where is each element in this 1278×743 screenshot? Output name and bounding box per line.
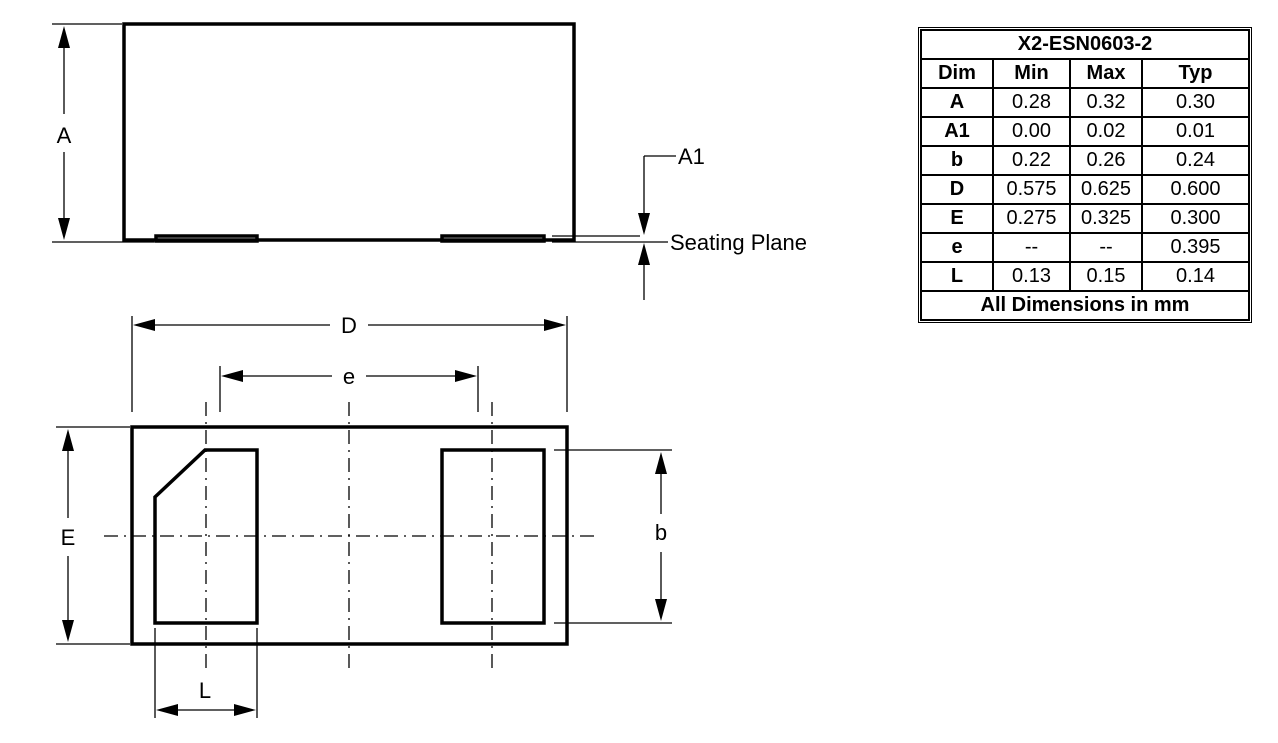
dimension-a: A xyxy=(52,23,154,243)
dimension-label-d: D xyxy=(341,313,357,338)
dimension-label-l: L xyxy=(199,678,211,703)
typ-cell: 0.01 xyxy=(1142,117,1249,146)
table-row: L 0.13 0.15 0.14 xyxy=(921,262,1249,291)
table-footer-row: All Dimensions in mm xyxy=(921,291,1249,320)
min-cell: 0.00 xyxy=(993,117,1070,146)
header-min: Min xyxy=(993,59,1070,88)
table-row: A 0.28 0.32 0.30 xyxy=(921,88,1249,117)
dimension-label-e-pitch: e xyxy=(343,364,355,389)
dimension-b: b xyxy=(554,449,672,624)
typ-cell: 0.600 xyxy=(1142,175,1249,204)
arrowhead-down xyxy=(638,213,650,235)
units-note: All Dimensions in mm xyxy=(921,291,1249,320)
typ-cell: 0.14 xyxy=(1142,262,1249,291)
min-cell: 0.575 xyxy=(993,175,1070,204)
dimension-label-a: A xyxy=(57,123,72,148)
header-max: Max xyxy=(1070,59,1142,88)
dim-cell: D xyxy=(921,175,993,204)
package-name: X2-ESN0603-2 xyxy=(921,30,1249,59)
header-typ: Typ xyxy=(1142,59,1249,88)
dim-cell: E xyxy=(921,204,993,233)
dim-cell: A xyxy=(921,88,993,117)
arrowhead-down xyxy=(58,218,70,240)
min-cell: 0.28 xyxy=(993,88,1070,117)
max-cell: 0.26 xyxy=(1070,146,1142,175)
dimension-label-e-width: E xyxy=(61,525,76,550)
table-header-row: Dim Min Max Typ xyxy=(921,59,1249,88)
typ-cell: 0.300 xyxy=(1142,204,1249,233)
max-cell: 0.32 xyxy=(1070,88,1142,117)
dimension-e-pitch: e xyxy=(219,364,479,412)
dim-cell: e xyxy=(921,233,993,262)
table-row: b 0.22 0.26 0.24 xyxy=(921,146,1249,175)
table-row: e -- -- 0.395 xyxy=(921,233,1249,262)
dim-cell: L xyxy=(921,262,993,291)
arrowhead-up xyxy=(638,243,650,265)
seating-plane-label: Seating Plane xyxy=(670,230,807,255)
top-view: D e E b xyxy=(56,313,672,718)
terminal-right-side xyxy=(440,234,546,243)
table-row: D 0.575 0.625 0.600 xyxy=(921,175,1249,204)
min-cell: 0.275 xyxy=(993,204,1070,233)
dimension-d: D xyxy=(131,313,568,412)
package-body-side xyxy=(122,22,576,242)
dimensions-table: X2-ESN0603-2 Dim Min Max Typ A 0.28 0.32… xyxy=(918,27,1252,323)
typ-cell: 0.24 xyxy=(1142,146,1249,175)
dimension-l: L xyxy=(154,628,258,718)
dimension-label-a1: A1 xyxy=(678,144,705,169)
terminal-left-side xyxy=(154,234,259,243)
max-cell: 0.625 xyxy=(1070,175,1142,204)
max-cell: -- xyxy=(1070,233,1142,262)
max-cell: 0.325 xyxy=(1070,204,1142,233)
table-row: E 0.275 0.325 0.300 xyxy=(921,204,1249,233)
typ-cell: 0.395 xyxy=(1142,233,1249,262)
dimension-label-b: b xyxy=(655,520,667,545)
header-dim: Dim xyxy=(921,59,993,88)
arrowhead-up xyxy=(58,26,70,48)
dimension-a1: A1 Seating Plane xyxy=(552,144,807,300)
side-view: A A1 Seating Plane xyxy=(52,22,807,300)
table-title-row: X2-ESN0603-2 xyxy=(921,30,1249,59)
typ-cell: 0.30 xyxy=(1142,88,1249,117)
min-cell: 0.13 xyxy=(993,262,1070,291)
dim-cell: b xyxy=(921,146,993,175)
dimension-e-width: E xyxy=(56,426,130,645)
min-cell: -- xyxy=(993,233,1070,262)
max-cell: 0.02 xyxy=(1070,117,1142,146)
dim-cell: A1 xyxy=(921,117,993,146)
min-cell: 0.22 xyxy=(993,146,1070,175)
max-cell: 0.15 xyxy=(1070,262,1142,291)
table-row: A1 0.00 0.02 0.01 xyxy=(921,117,1249,146)
